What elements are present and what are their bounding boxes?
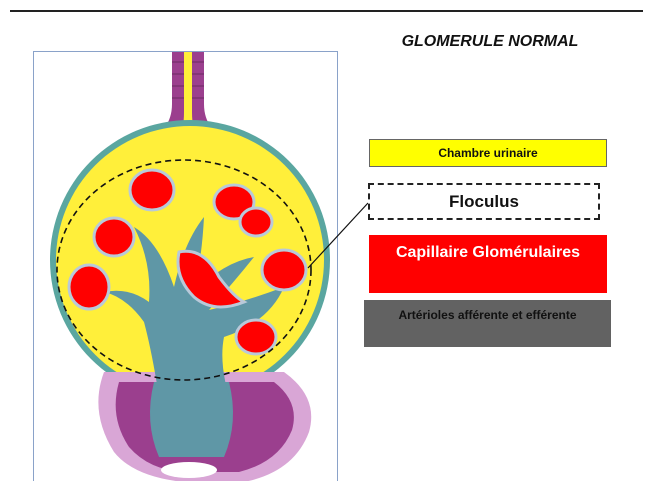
glomerulus-drawing (34, 52, 338, 481)
top-rule (10, 10, 643, 12)
legend-arterioles: Artérioles afférente et efférente (364, 300, 611, 347)
legend-floculus: Floculus (368, 183, 600, 220)
legend-chambre-urinaire: Chambre urinaire (369, 139, 607, 167)
glomerulus-illustration (33, 51, 338, 481)
page-title: GLOMERULE NORMAL (370, 33, 610, 51)
legend-capillaire-glomerulaires: Capillaire Glomérulaires (369, 235, 607, 293)
